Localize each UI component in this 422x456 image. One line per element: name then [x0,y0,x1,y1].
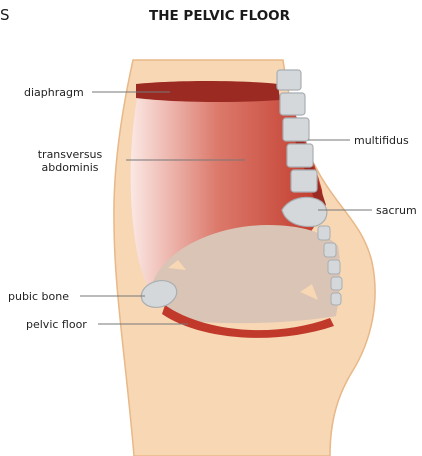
coccyx-segment [331,277,342,290]
label-pubic-bone: pubic bone [8,290,69,303]
coccyx-segment [331,293,341,305]
label-transversus-line1: transversus [20,148,120,161]
vertebra [287,144,313,167]
label-sacrum: sacrum [376,204,417,217]
label-transversus-abdominis: transversus abdominis [20,148,120,174]
label-multifidus: multifidus [354,134,409,147]
label-pelvic-floor: pelvic floor [26,318,87,331]
vertebra [280,93,305,115]
vertebra [291,170,317,192]
vertebra [277,70,301,90]
vertebra [283,118,309,141]
coccyx-segment [328,260,340,274]
cut-off-header-fragment: S [0,6,10,24]
coccyx-segment [318,226,330,240]
label-transversus-line2: abdominis [20,161,120,174]
page-title: THE PELVIC FLOOR [149,8,290,24]
label-diaphragm: diaphragm [24,86,84,99]
coccyx-segment [324,243,336,257]
